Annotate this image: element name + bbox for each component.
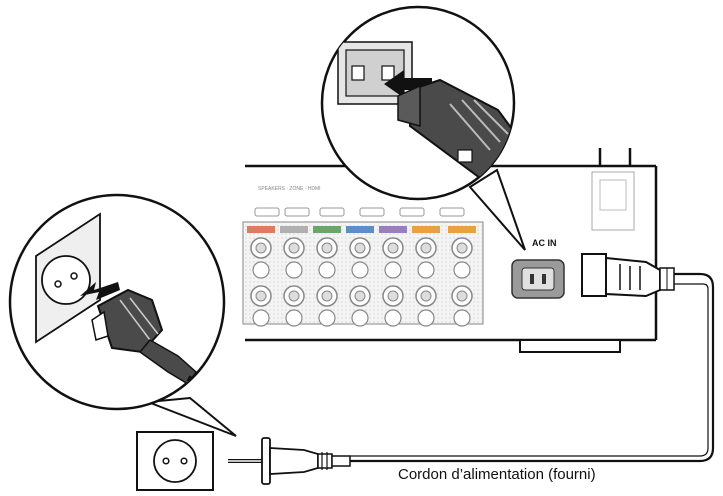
speaker-terminal [285,261,303,279]
hdmi-port [359,207,385,217]
speaker-terminal-core [420,242,432,254]
speaker-terminal [417,309,435,327]
speaker-terminal [417,261,435,279]
speaker-terminal [351,309,369,327]
speaker-terminal [285,309,303,327]
zone-color-tag [313,226,341,233]
ac-in-label: AC IN [532,238,557,248]
power-cord-caption: Cordon d’alimentation (fourni) [398,466,596,483]
hdmi-port [319,207,345,217]
hdmi-port [399,207,425,217]
wall-socket-icon [136,431,214,491]
speaker-terminal [384,261,402,279]
speaker-terminal [318,309,336,327]
receiver-rear-panel [245,148,658,353]
speaker-terminal-core [420,290,432,302]
power-cord [350,272,715,463]
zone-color-tag [379,226,407,233]
ac-in-inlet: AC IN [511,238,565,299]
zone-color-tag [346,226,374,233]
speaker-terminal [351,261,369,279]
speaker-terminal [384,309,402,327]
speaker-terminal-core [387,290,399,302]
speaker-terminal [252,261,270,279]
speaker-terminal-block: SPEAKERS · ZONE · HDMI [242,186,484,327]
hdmi-ports-row [254,207,465,217]
speaker-terminal [252,309,270,327]
speaker-terminal-core [387,242,399,254]
speaker-terminal-core [456,242,468,254]
wall-socket-callout [8,193,237,437]
speaker-terminal-core [354,290,366,302]
speaker-terminal [453,309,471,327]
speaker-terminal [453,261,471,279]
speaker-terminals [250,237,473,327]
speaker-terminal-core [354,242,366,254]
speaker-terminal-core [321,242,333,254]
hdmi-port [439,207,465,217]
zone-color-tag [412,226,440,233]
speaker-terminal-core [321,290,333,302]
speaker-terminal-core [255,290,267,302]
ac-inlet-callout [320,5,526,251]
speaker-terminal [318,261,336,279]
speaker-terminal-core [456,290,468,302]
speaker-terminal-core [288,290,300,302]
zone-color-tag [448,226,476,233]
speaker-zone-tags [247,226,476,233]
arrow-right-icon [384,70,432,98]
iec-c13-connector-icon [581,253,675,298]
speaker-terminal-core [255,242,267,254]
hdmi-port [254,207,280,217]
zone-color-tag [247,226,275,233]
hdmi-port [284,207,310,217]
zone-color-tag [280,226,308,233]
panel-small-print: SPEAKERS · ZONE · HDMI [258,186,321,192]
speaker-terminal-core [288,242,300,254]
europlug-icon [228,437,351,485]
